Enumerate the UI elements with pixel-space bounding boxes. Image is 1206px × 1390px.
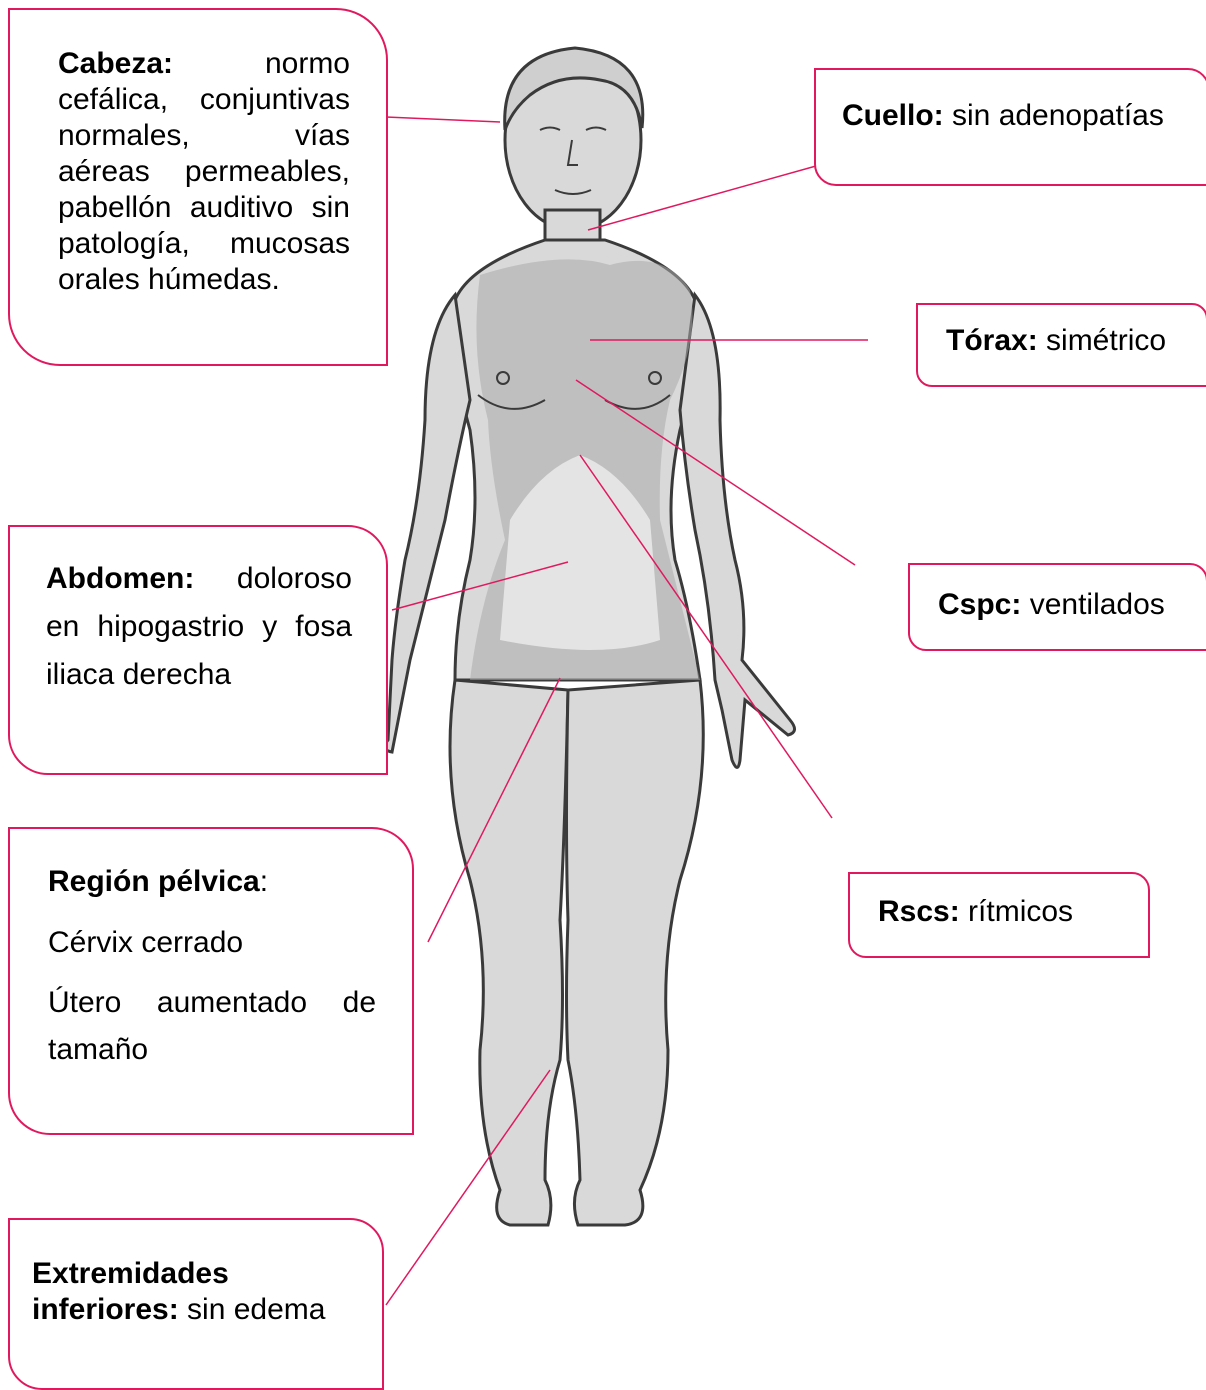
pelvic-colon: : xyxy=(260,865,268,898)
thorax-text: simétrico xyxy=(1038,324,1166,357)
pelvic-heading: Región pélvica: xyxy=(48,859,376,906)
thorax-callout: Tórax: simétrico xyxy=(916,303,1206,387)
extremities-text: sin edema xyxy=(179,1293,326,1326)
head-callout: Cabeza: normo cefálica, conjuntivas norm… xyxy=(8,8,388,366)
abdomen-title: Abdomen: xyxy=(46,562,194,595)
extremities-title-line1: Extremidades xyxy=(32,1257,229,1290)
neck-title: Cuello: xyxy=(842,99,944,132)
pelvic-title: Región pélvica xyxy=(48,865,260,898)
pelvic-line-2: Útero aumentado de tamaño xyxy=(48,980,376,1073)
cspc-title: Cspc: xyxy=(938,588,1021,621)
pelvic-callout: Región pélvica: Cérvix cerrado Útero aum… xyxy=(8,827,414,1135)
rscs-callout: Rscs: rítmicos xyxy=(848,872,1150,958)
head-text: normo cefálica, conjuntivas normales, ví… xyxy=(58,47,350,296)
thorax-title: Tórax: xyxy=(946,324,1038,357)
head-title: Cabeza: xyxy=(58,47,173,80)
abdomen-callout: Abdomen: doloroso en hipogastrio y fosa … xyxy=(8,525,388,775)
cspc-callout: Cspc: ventilados xyxy=(908,563,1206,651)
extremities-callout: Extremidades inferiores: sin edema xyxy=(8,1218,384,1390)
rscs-title: Rscs: xyxy=(878,895,960,928)
cspc-text: ventilados xyxy=(1021,588,1164,621)
neck-callout: Cuello: sin adenopatías xyxy=(814,68,1206,186)
neck-text: sin adenopatías xyxy=(944,99,1164,132)
pelvic-line-1: Cérvix cerrado xyxy=(48,920,376,967)
rscs-text: rítmicos xyxy=(960,895,1073,928)
extremities-title-line2: inferiores: xyxy=(32,1293,179,1326)
